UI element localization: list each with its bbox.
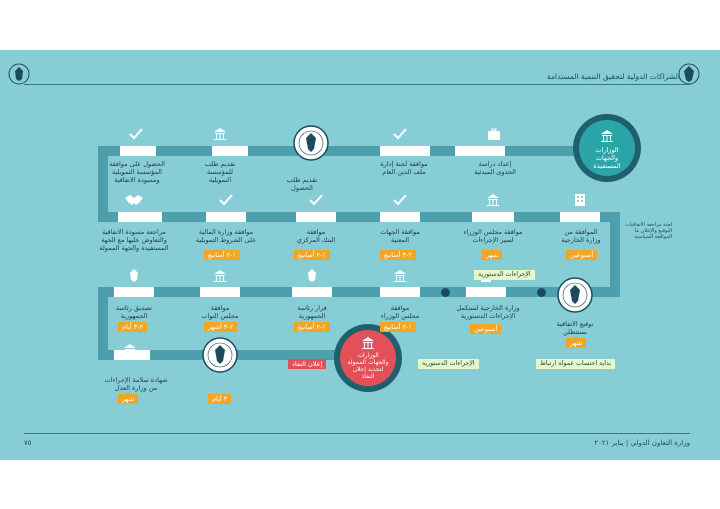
seal-icon [308, 269, 316, 282]
handshake-icon [125, 195, 143, 205]
phase-tag: الإجراءات الدستورية [418, 359, 479, 369]
track-connector-left-2 [98, 287, 108, 359]
bank-icon [362, 337, 374, 349]
duration-badge: ١-٢ أسابيع [204, 250, 240, 260]
seal-icon [202, 337, 238, 373]
step-marker [466, 287, 506, 297]
egypt-eagle-icon [678, 63, 700, 85]
entry-force-tag: إعلان النفاذ [288, 359, 327, 369]
duration-badge: أسبوعين [470, 324, 502, 334]
step-label: تقديم طلب الحصول [286, 176, 318, 192]
step-marker [296, 212, 336, 222]
step-marker [380, 146, 430, 156]
duration-badge: ١-٢ أسابيع [294, 250, 330, 260]
step-label: موافقة البنك المركزي [296, 228, 336, 244]
step-label: شهادة سلامة الإجراءات من وزارة العدل [104, 376, 168, 392]
side-note: لجنة مراجعة الاتفاقيات التوقيع والإعلان … [625, 222, 672, 240]
step-label: موافقة الجهات المعنية [380, 228, 420, 244]
step-label: موافقة وزارة المالية على الشروط التمويلي… [195, 228, 257, 244]
step-label: وزارة الخارجية لستكمل الإجراءات الدستوري… [456, 304, 520, 320]
building-icon [575, 194, 585, 206]
duration-badge: شهر [482, 250, 503, 260]
duration-badge: شهر [566, 338, 587, 348]
header-divider [24, 84, 690, 85]
page-number: ٧٥ [24, 439, 32, 447]
duration-badge: ٣ أيام [208, 394, 232, 404]
step-marker [212, 146, 248, 156]
step-marker [455, 146, 505, 156]
bank-icon [214, 270, 226, 282]
track-row-1 [98, 146, 580, 156]
step-label: موافقة مجلس الوزراء [380, 304, 420, 320]
page-title: الشراكات الدولية لتحقيق التنمية المستدام… [546, 72, 680, 81]
step-label: تصديق رئاسة الجمهورية [115, 304, 152, 320]
start-circle-inner [579, 120, 635, 176]
ministry-logo-icon [8, 63, 30, 85]
step-label: الموافقة من وزارة الخارجية [561, 228, 601, 244]
step-label: موافقة لجنة إدارة ملف الدين العام [380, 160, 428, 176]
check-icon [393, 128, 407, 140]
end-circle-label: الوزارات والجهات الممولة لتحديد إعلان ال… [347, 352, 389, 380]
duration-badge: ٢-٣ أسابيع [380, 250, 416, 260]
footer-text: وزارة التعاون الدولي | يناير ٢٠٢١ [594, 439, 690, 447]
step-marker [200, 287, 240, 297]
bank-icon [124, 344, 136, 356]
bank-icon [214, 128, 226, 140]
track-connector-left-1 [98, 146, 108, 222]
step-marker [292, 287, 332, 297]
phase-tag: بداية احتساب عمولة ارتباط [536, 359, 616, 369]
step-label: توقيع الاتفاقية بستتطلن [556, 320, 594, 336]
step-marker [380, 287, 420, 297]
infographic-page: الشراكات الدولية لتحقيق التنمية المستدام… [0, 50, 720, 460]
step-label: مراجعة مسودة الاتفاقية والتفاوض عليها مع… [99, 228, 169, 252]
step-label: قرار رئاسة الجمهورية [297, 304, 327, 320]
duration-badge: ٢-٣ أيام [118, 322, 148, 332]
bank-icon [487, 194, 499, 206]
seal-icon [557, 277, 593, 313]
footer-divider [24, 433, 690, 434]
step-label: موافقة مجلس النواب [201, 304, 239, 320]
track-row-2 [98, 212, 620, 222]
step-marker [380, 212, 420, 222]
track-connector-right [610, 212, 620, 295]
step-label: الحصول على موافقة المؤسسة التمويلية ومسو… [109, 160, 165, 184]
milestone-dot [537, 288, 546, 297]
step-marker [206, 212, 246, 222]
duration-badge: ١-٢ أسابيع [380, 322, 416, 332]
check-icon [309, 194, 323, 206]
track-row-3 [98, 287, 620, 297]
duration-badge: شهر [118, 394, 139, 404]
phase-tag: الإجراءات الدستورية [474, 270, 535, 280]
briefcase-icon [488, 128, 500, 140]
bank-icon [601, 130, 613, 142]
seal-icon [130, 269, 138, 282]
step-label: إعداد دراسة الجدوى المبدئية [474, 160, 516, 176]
step-marker [118, 212, 162, 222]
step-marker [114, 287, 154, 297]
step-marker [120, 146, 156, 156]
duration-badge: أسبوعين [566, 250, 598, 260]
milestone-dot [441, 288, 450, 297]
step-marker [560, 212, 600, 222]
bank-icon [394, 270, 406, 282]
start-circle-label: الوزارات والجهات المستفيدة [593, 146, 621, 170]
step-label: موافقة مجلس الوزراء لسير الإجراءات [463, 228, 523, 244]
seal-icon [293, 125, 329, 161]
check-icon [219, 194, 233, 206]
step-label: تقديم طلب للمؤسسة التمويلية [204, 160, 236, 184]
check-icon [129, 128, 143, 140]
check-icon [393, 194, 407, 206]
duration-badge: ١-٢ أسابيع [294, 322, 330, 332]
step-marker [472, 212, 514, 222]
duration-badge: ٢-٣ أشهر [204, 322, 238, 332]
